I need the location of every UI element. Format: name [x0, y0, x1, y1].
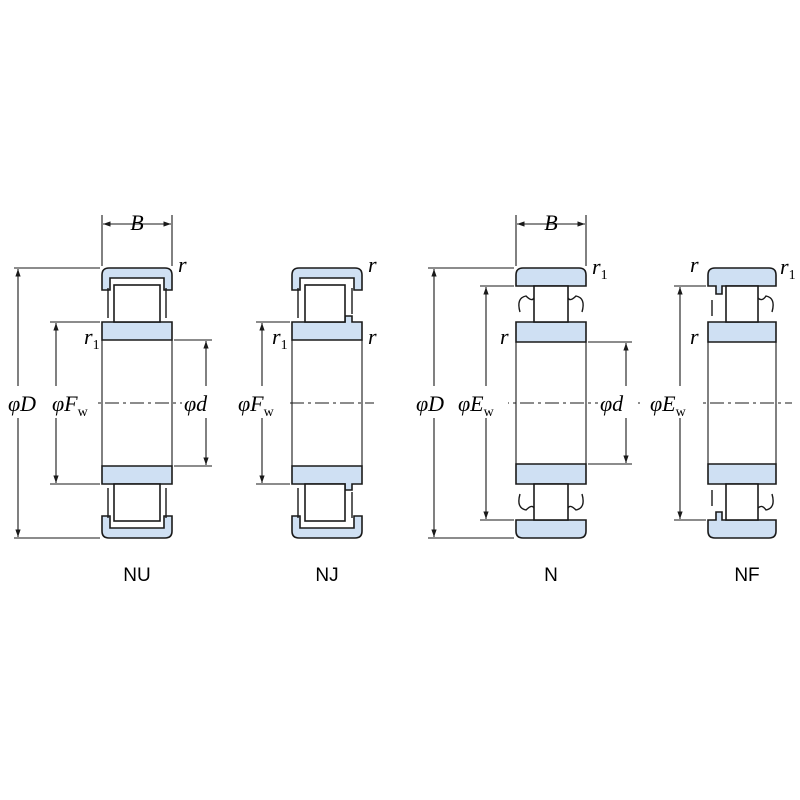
roller-bottom [533, 483, 569, 521]
cage-top [297, 288, 353, 318]
label-mask [182, 386, 222, 418]
cage-top [711, 295, 774, 316]
inner-ring-bottom [101, 465, 173, 485]
outer-ring-top [707, 267, 777, 295]
bearing-type-label: NJ [315, 565, 338, 586]
roller-top [725, 285, 759, 323]
label-r: r [178, 252, 187, 277]
roller-top [533, 285, 569, 323]
label-mask [456, 386, 508, 418]
label-r: r [368, 324, 377, 349]
cage-top [107, 288, 167, 318]
label-phi-ew: φEw [458, 391, 495, 420]
bearing-nf: φEw r r r1 NF [648, 252, 796, 586]
cage-bottom [297, 488, 353, 518]
label-mask [414, 386, 456, 418]
label-r-top: r [690, 252, 699, 277]
label-b: B [130, 210, 143, 235]
label-mask [48, 386, 94, 418]
cage-bottom [518, 493, 584, 511]
inner-ring-top [515, 321, 587, 343]
label-r1: r1 [272, 324, 288, 353]
label-mask [648, 386, 700, 418]
label-phi-fw: φFw [238, 391, 275, 420]
inner-ring-top [707, 321, 777, 343]
roller-bottom [304, 483, 346, 522]
label-b: B [544, 210, 557, 235]
inner-ring-top [101, 321, 173, 341]
label-r1: r1 [780, 254, 796, 283]
outer-ring-bottom [101, 515, 173, 539]
label-r: r [500, 324, 509, 349]
roller-top [113, 284, 161, 323]
label-phi-d-outer: φD [416, 391, 444, 416]
cage-bottom [107, 488, 167, 518]
bearing-n: B φD φEw φd r1 r N [414, 210, 640, 586]
label-phi-d-outer: φD [8, 391, 36, 416]
bearing-nj: φFw r r r1 NJ [236, 252, 377, 586]
outer-ring-top [515, 267, 587, 287]
label-r1: r1 [84, 324, 100, 353]
outer-ring-bottom [707, 511, 777, 539]
bearing-type-label: NU [123, 565, 150, 586]
label-mask [236, 386, 286, 418]
bearing-nu: B φD φFw φd r r1 NU [4, 210, 222, 586]
cage-bottom [711, 490, 774, 511]
roller-bottom [113, 483, 161, 522]
inner-ring-bottom [515, 463, 587, 485]
roller-top [304, 284, 346, 323]
cage-top [518, 295, 584, 313]
label-r-top: r [368, 252, 377, 277]
label-phi-ew: φEw [650, 391, 687, 420]
label-r: r [690, 324, 699, 349]
label-phi-d-inner: φd [600, 391, 624, 416]
label-phi-d-inner: φd [184, 391, 208, 416]
outer-ring-top [291, 267, 363, 291]
outer-ring-top [101, 267, 173, 291]
label-phi-fw: φFw [52, 391, 89, 420]
bearing-type-label: N [544, 565, 558, 586]
bearing-type-label: NF [734, 565, 759, 586]
outer-ring-bottom [291, 515, 363, 539]
outer-ring-bottom [515, 519, 587, 539]
label-r1: r1 [592, 254, 608, 283]
label-mask [598, 386, 638, 418]
label-mask [4, 386, 50, 418]
inner-ring-bottom [707, 463, 777, 485]
roller-bottom [725, 483, 759, 521]
